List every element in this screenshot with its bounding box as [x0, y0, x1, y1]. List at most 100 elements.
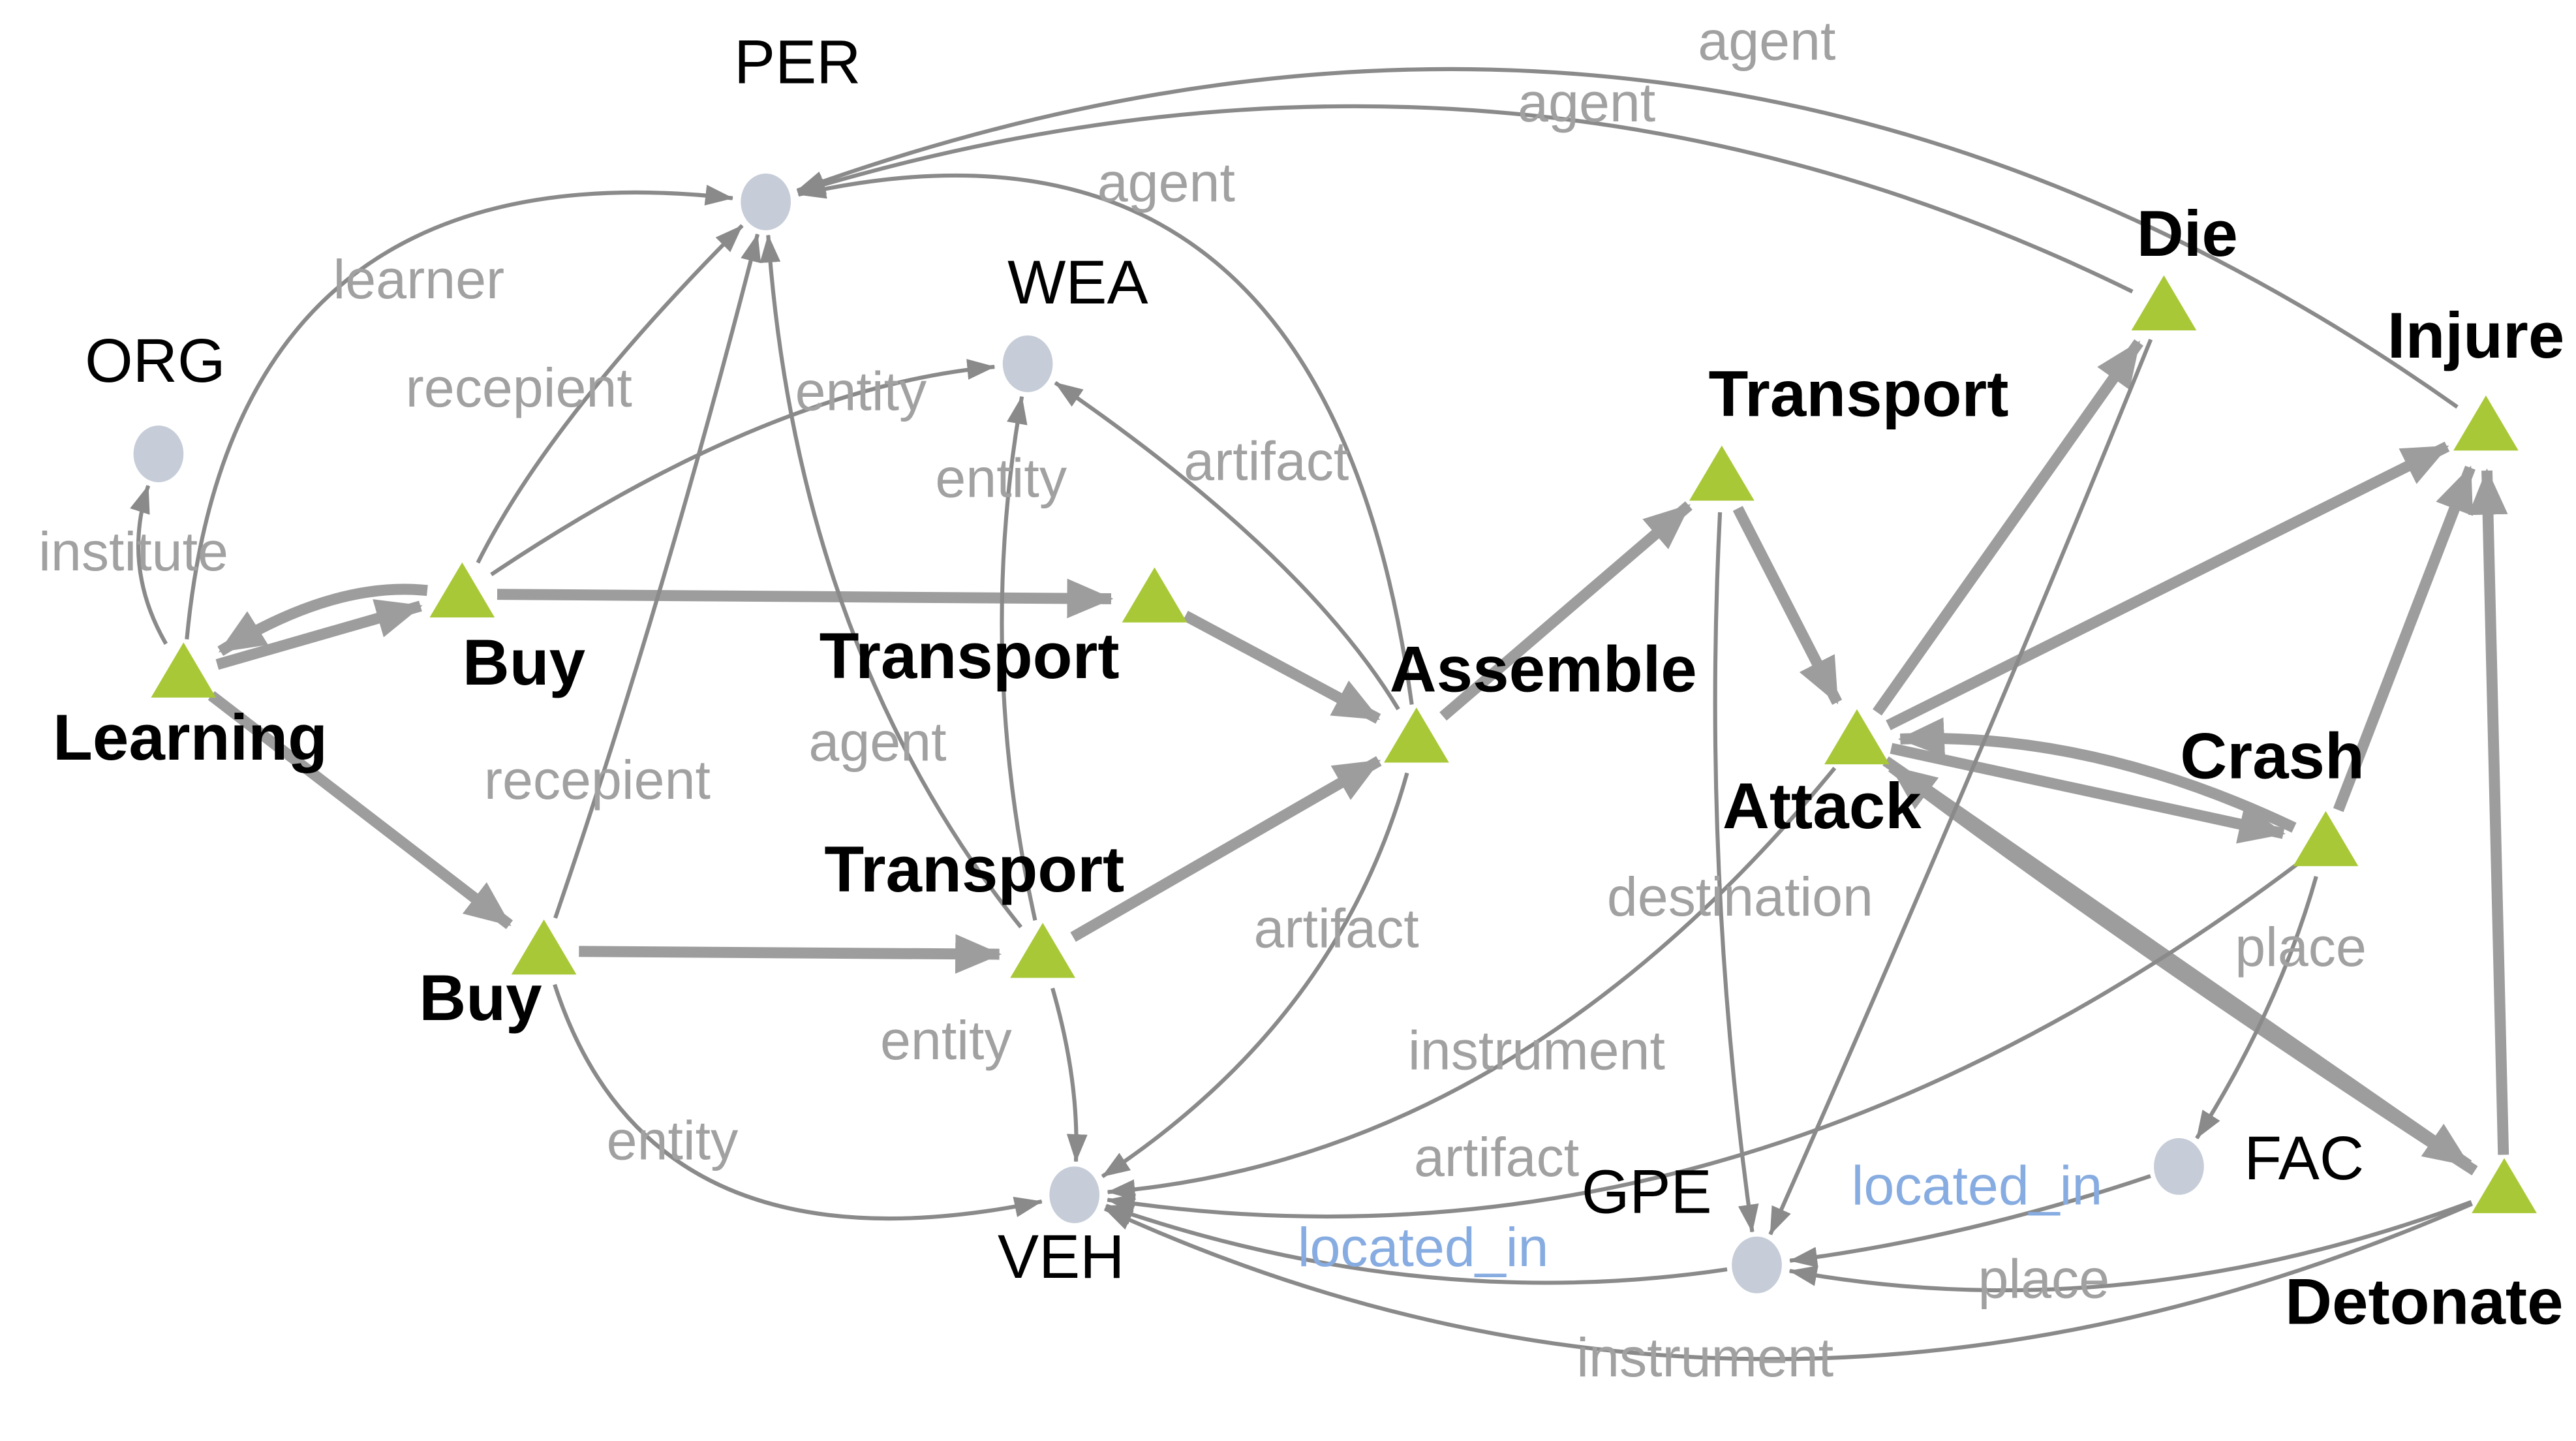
edge-label-entity-9: entity: [935, 447, 1067, 508]
temporal-edge-Buy1-Transport1: [497, 578, 1114, 619]
temporal-edge-Detonate-Injure: [2468, 468, 2509, 1155]
argument-edge-Crash-FAC: [2195, 876, 2318, 1139]
argument-edge-Assemble-VEH: [1101, 772, 1409, 1179]
event-node-Attack-triangle-icon: [1824, 709, 1890, 765]
temporal-edge-Transport3-Attack: [1732, 506, 1843, 705]
argument-edge-Learning-PER: [185, 185, 734, 640]
temporal-edge-Assemble-Transport3: [1439, 501, 1693, 721]
node-label-Learning: Learning: [53, 702, 328, 774]
argument-edge-Buy2-VEH: [553, 984, 1043, 1221]
edge-label-located_in-22: located_in: [1298, 1216, 1549, 1278]
node-label-GPE: GPE: [1582, 1157, 1712, 1226]
node-label-WEA: WEA: [1007, 248, 1148, 317]
event-node-Crash-triangle-icon: [2293, 811, 2359, 867]
temporal-edge-Transport2-Assemble: [1070, 756, 1382, 942]
event-node-Buy2-triangle-icon: [511, 919, 577, 975]
temporal-edge-Attack-Die: [1873, 339, 2143, 716]
temporal-edge-Detonate-Attack: [1888, 762, 2478, 1176]
entity-node-VEH-circle-icon: [1049, 1166, 1100, 1224]
argument-edge-Assemble-WEA: [1054, 380, 1400, 711]
entity-node-GPE-circle-icon: [1732, 1236, 1782, 1294]
labels-layer: institutelearnerrecepientrecepientagenta…: [38, 10, 2564, 1387]
node-label-Transport1: Transport: [820, 620, 1120, 692]
argument-edge-Injure-PER: [796, 67, 2459, 409]
edge-label-instrument-18: instrument: [1408, 1019, 1665, 1081]
temporal-edge-Crash-Injure: [2333, 465, 2476, 813]
edge-label-recepient-3: recepient: [484, 749, 711, 811]
node-label-Buy2: Buy: [419, 962, 542, 1034]
argument-edge-Detonate-VEH: [1103, 1201, 2474, 1361]
event-node-Injure-triangle-icon: [2453, 395, 2519, 451]
event-node-Assemble-triangle-icon: [1384, 707, 1449, 763]
edge-label-place-13: place: [1978, 1248, 2109, 1310]
argument-edge-Learning-ORG: [130, 484, 168, 645]
edge-label-entity-20: entity: [607, 1109, 739, 1171]
argument-edge-Die-PER: [797, 104, 2134, 294]
temporal-edge-Transport1-Assemble: [1182, 610, 1381, 724]
edge-label-located_in-14: located_in: [1852, 1154, 2103, 1216]
event-node-Learning-triangle-icon: [151, 642, 217, 698]
nodes-layer: [133, 173, 2537, 1294]
node-label-PER: PER: [734, 27, 861, 97]
argument-edge-GPE-VEH: [1105, 1203, 1728, 1285]
edge-label-place-15: place: [2235, 916, 2367, 978]
temporal-edge-Attack-Injure: [1886, 441, 2450, 730]
node-label-Transport2: Transport: [824, 833, 1124, 906]
node-label-FAC: FAC: [2244, 1124, 2364, 1193]
temporal-edge-Buy1-Learning: [217, 583, 428, 657]
node-label-ORG: ORG: [85, 326, 225, 395]
argument-edge-Detonate-GPE: [1788, 1200, 2472, 1293]
temporal-edge-Learning-Buy2: [207, 691, 514, 929]
argument-edge-FAC-GPE: [1789, 1174, 2151, 1268]
argument-edge-Assemble-PER: [797, 173, 1414, 705]
argument-edge-Crash-VEH: [1107, 862, 2299, 1219]
edge-label-recepient-2: recepient: [406, 357, 632, 418]
entity-node-ORG-circle-icon: [133, 426, 184, 482]
edge-label-agent-5: agent: [1097, 152, 1235, 213]
argument-edge-Buy2-PER: [553, 233, 761, 919]
node-label-Injure: Injure: [2387, 300, 2565, 372]
edge-label-agent-7: agent: [1698, 10, 1835, 71]
entity-node-WEA-circle-icon: [1002, 335, 1053, 392]
edge-label-artifact-17: artifact: [1254, 898, 1419, 959]
edge-label-agent-6: agent: [1518, 72, 1655, 133]
temporal-edge-Learning-Buy1: [215, 599, 423, 670]
edge-label-artifact-10: artifact: [1184, 431, 1349, 492]
entity-node-PER-circle-icon: [741, 173, 791, 230]
temporal-edge-Attack-Crash: [1890, 743, 2286, 844]
argument-edges-layer: [130, 67, 2474, 1361]
node-label-Die: Die: [2137, 198, 2238, 270]
argument-edge-Transport2-VEH: [1050, 987, 1088, 1162]
edge-label-instrument-21: instrument: [1576, 1327, 1833, 1388]
edge-label-learner-1: learner: [333, 249, 504, 310]
node-label-Buy1: Buy: [463, 627, 585, 699]
event-node-Detonate-triangle-icon: [2472, 1158, 2537, 1213]
argument-edge-Die-GPE: [1768, 339, 2153, 1235]
argument-edge-Buy1-PER: [476, 224, 744, 564]
edge-label-entity-8: entity: [795, 360, 927, 422]
edge-label-institute-0: institute: [38, 521, 228, 582]
event-node-Die-triangle-icon: [2131, 275, 2197, 331]
event-node-Transport1-triangle-icon: [1122, 567, 1188, 623]
node-label-Attack: Attack: [1723, 770, 1922, 843]
edge-label-entity-19: entity: [880, 1010, 1012, 1071]
argument-edge-Transport2-PER: [759, 234, 1023, 929]
event-node-Transport3-triangle-icon: [1689, 445, 1755, 501]
edge-label-artifact-16: artifact: [1414, 1126, 1579, 1188]
argument-edge-Transport2-WEA: [1000, 395, 1037, 921]
temporal-edge-Buy2-Transport2: [579, 934, 1002, 974]
node-label-Detonate: Detonate: [2285, 1265, 2564, 1338]
edge-label-destination-11: destination: [1607, 866, 1873, 927]
node-label-Crash: Crash: [2180, 720, 2365, 792]
node-label-Transport3: Transport: [1709, 358, 2009, 430]
entity-node-FAC-circle-icon: [2154, 1138, 2204, 1195]
edge-label-agent-4: agent: [808, 711, 946, 772]
argument-edge-Transport3-GPE: [1713, 512, 1759, 1233]
event-node-Transport2-triangle-icon: [1010, 923, 1075, 978]
argument-edge-Attack-VEH: [1107, 766, 1837, 1200]
node-label-Assemble: Assemble: [1390, 633, 1697, 705]
temporal-edge-Crash-Attack: [1897, 717, 2297, 833]
event-node-Buy1-triangle-icon: [429, 562, 495, 618]
argument-edge-Buy1-WEA: [490, 358, 996, 576]
